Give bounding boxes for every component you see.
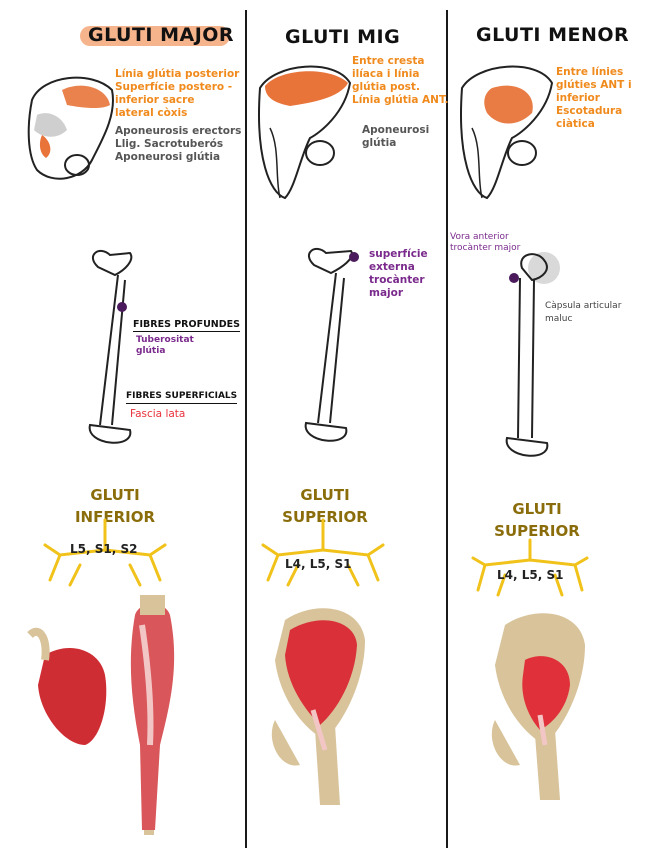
- insertion-deep-heading: FIBRES PROFUNDES: [133, 318, 240, 332]
- column-title-gluti-menor: GLUTI MENOR: [476, 24, 629, 46]
- origin-notes-secondary: Aponeurosi glútia: [362, 124, 429, 150]
- column-title-gluti-mig: GLUTI MIG: [285, 26, 400, 48]
- pelvis-illustration: [250, 58, 360, 208]
- nerve-name: GLUTI SUPERIOR: [482, 498, 592, 542]
- pelvis-illustration: [22, 70, 122, 190]
- gluteus-minimus-muscle-image: [485, 605, 595, 805]
- gluteus-maximus-muscle-image: [30, 595, 210, 835]
- origin-notes-secondary: Aponeurosis erectors Llig. Sacrotuberós …: [115, 125, 241, 164]
- insertion-superficial: Fascia lata: [130, 408, 185, 421]
- nerve-branches-icon: [258, 520, 388, 590]
- column-divider-2: [446, 10, 448, 848]
- femur-illustration: [296, 243, 366, 453]
- origin-notes: Entre línies glúties ANT i inferior Esco…: [556, 66, 632, 131]
- nerve-roots: L4, L5, S1: [497, 568, 563, 582]
- pelvis-illustration: [452, 58, 562, 208]
- femur-illustration: [492, 248, 572, 468]
- column-divider-1: [245, 10, 247, 848]
- insertion-deep: Tuberositat glútia: [136, 335, 194, 357]
- nerve-roots: L5, S1, S2: [70, 542, 137, 556]
- capsule-note: Càpsula articular maluc: [545, 300, 621, 326]
- gluteus-medius-muscle-image: [265, 600, 375, 810]
- insertion-note: Vora anterior trocànter major: [450, 232, 520, 254]
- insertion-note: superfície externa trocànter major: [369, 248, 428, 300]
- insertion-superficial-heading: FIBRES SUPERFICIALS: [126, 390, 237, 404]
- origin-notes: Línia glútia posterior Superfície poster…: [115, 68, 239, 120]
- column-title-gluti-major: GLUTI MAJOR: [88, 24, 234, 46]
- nerve-roots: L4, L5, S1: [285, 557, 351, 571]
- origin-notes: Entre cresta ilíaca i línia glútia post.…: [352, 55, 449, 107]
